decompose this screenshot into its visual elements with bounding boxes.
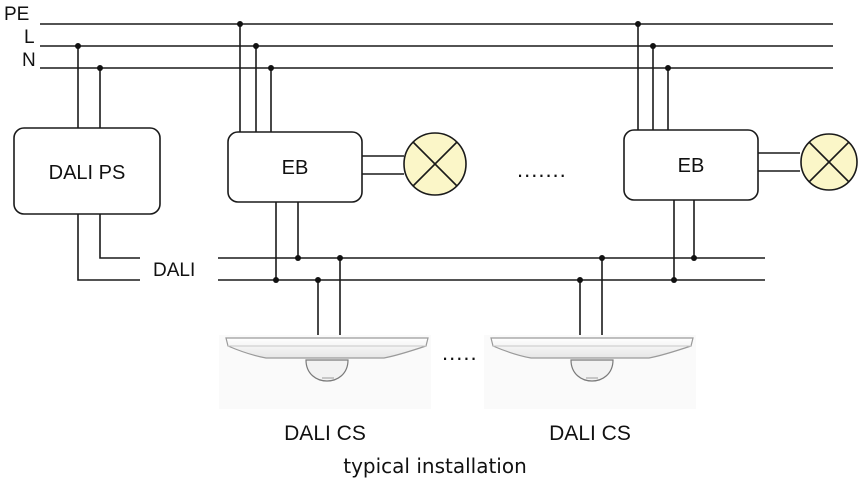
ps-box	[13, 127, 161, 215]
junction-dot	[273, 277, 279, 283]
junction-dot	[650, 43, 656, 49]
lamp-1-icon	[403, 132, 467, 196]
junction-dot	[253, 43, 259, 49]
junction-dot	[665, 65, 671, 71]
ps-bus-wire-1	[99, 214, 140, 259]
dali-power-supply: DALI PS	[13, 43, 161, 281]
junction-dot	[237, 21, 243, 27]
junction-dot	[315, 277, 321, 283]
rail-l-label: L	[24, 27, 35, 48]
eb2-label: EB	[678, 155, 705, 177]
ballast-1: EB	[227, 21, 467, 283]
cs1-label: DALI CS	[284, 422, 366, 445]
junction-dot	[691, 255, 697, 261]
rail-n-label: N	[22, 50, 36, 71]
junction-dot	[295, 255, 301, 261]
lamp-2-icon	[800, 133, 858, 191]
dali-bus-label: DALI	[153, 260, 195, 281]
more-ballasts-ellipsis: .......	[517, 157, 567, 182]
mains-rails: PE L N	[4, 4, 833, 71]
ps-label: DALI PS	[49, 162, 126, 184]
sensor-2: DALI CS	[484, 255, 696, 445]
junction-dot	[635, 21, 641, 27]
junction-dot	[97, 65, 103, 71]
more-sensors-ellipsis: .....	[442, 340, 478, 365]
junction-dot	[75, 43, 81, 49]
junction-dot	[337, 255, 343, 261]
ballast-2: EB	[623, 21, 858, 283]
ceiling-sensor-1-icon	[219, 335, 431, 409]
ps-bus-wire-2	[77, 214, 140, 281]
eb2-box	[623, 129, 759, 201]
junction-dot	[599, 255, 605, 261]
diagram-caption: typical installation	[343, 454, 527, 478]
cs2-label: DALI CS	[549, 422, 631, 445]
sensor-1: DALI CS	[219, 255, 431, 445]
junction-dot	[577, 277, 583, 283]
eb1-label: EB	[282, 157, 309, 179]
eb1-box	[227, 131, 363, 203]
ceiling-sensor-2-icon	[484, 335, 696, 409]
junction-dot	[671, 277, 677, 283]
junction-dot	[268, 65, 274, 71]
rail-pe-label: PE	[4, 4, 29, 25]
